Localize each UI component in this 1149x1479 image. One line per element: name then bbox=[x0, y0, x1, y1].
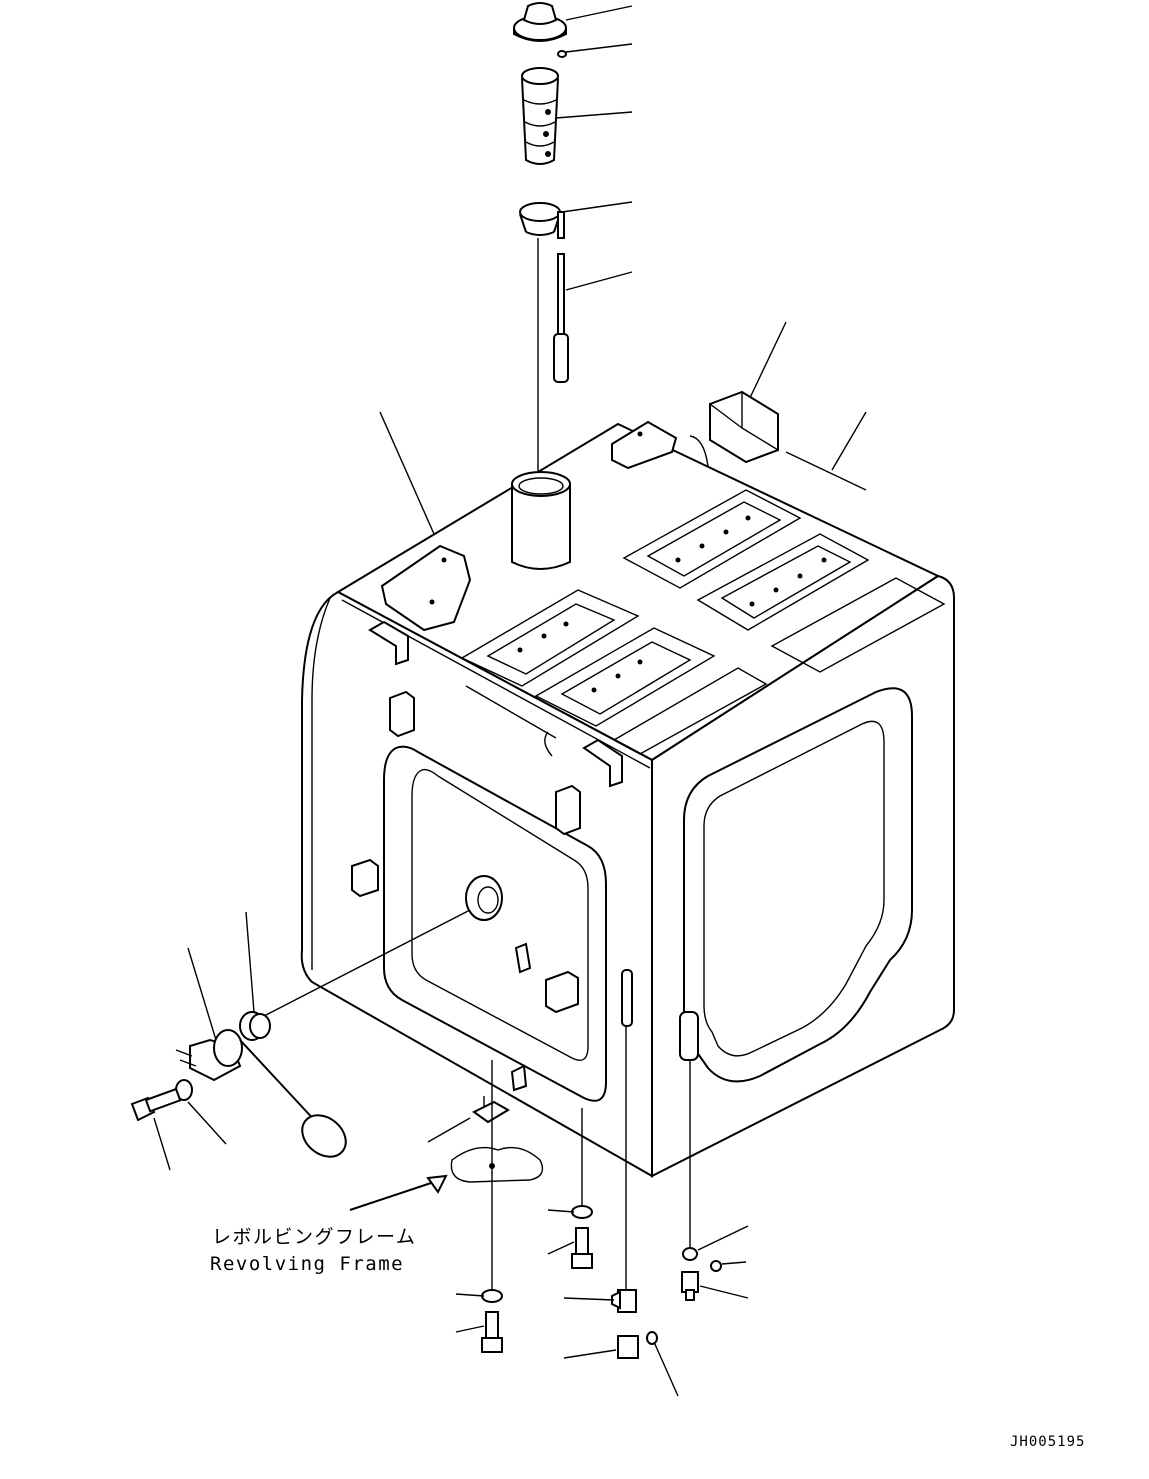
top-cover-plates bbox=[380, 420, 946, 755]
filler-flange bbox=[519, 202, 565, 239]
filler-neck bbox=[511, 471, 571, 570]
fuel-level-sender bbox=[175, 1011, 347, 1158]
filler-cap bbox=[513, 2, 567, 42]
leader-lines-lower bbox=[455, 1209, 749, 1397]
bottom-bolts-washers bbox=[481, 1205, 593, 1353]
sender-bolt-washer bbox=[130, 1079, 193, 1122]
revolving-frame-label-jp: レボルビングフレーム bbox=[212, 1226, 416, 1248]
side-inspection-cover bbox=[683, 687, 913, 1083]
shim-bracket bbox=[472, 1096, 510, 1124]
mounting-blocks bbox=[351, 620, 623, 1092]
drawing-code: JH005195 bbox=[1010, 1434, 1085, 1450]
front-inspection-cover bbox=[383, 745, 607, 1102]
cap-gasket bbox=[557, 50, 567, 58]
sender-gasket bbox=[249, 1013, 271, 1039]
drain-plug bbox=[681, 1247, 722, 1301]
level-gauge-rod bbox=[553, 253, 569, 383]
drain-valve bbox=[611, 969, 699, 1359]
drain-port bbox=[465, 875, 503, 921]
leader-lines bbox=[379, 5, 867, 535]
label-plate bbox=[689, 390, 779, 467]
revolving-frame-outline bbox=[450, 1146, 544, 1183]
filler-strainer bbox=[521, 67, 559, 165]
revolving-frame-label-en: Revolving Frame bbox=[210, 1253, 404, 1275]
